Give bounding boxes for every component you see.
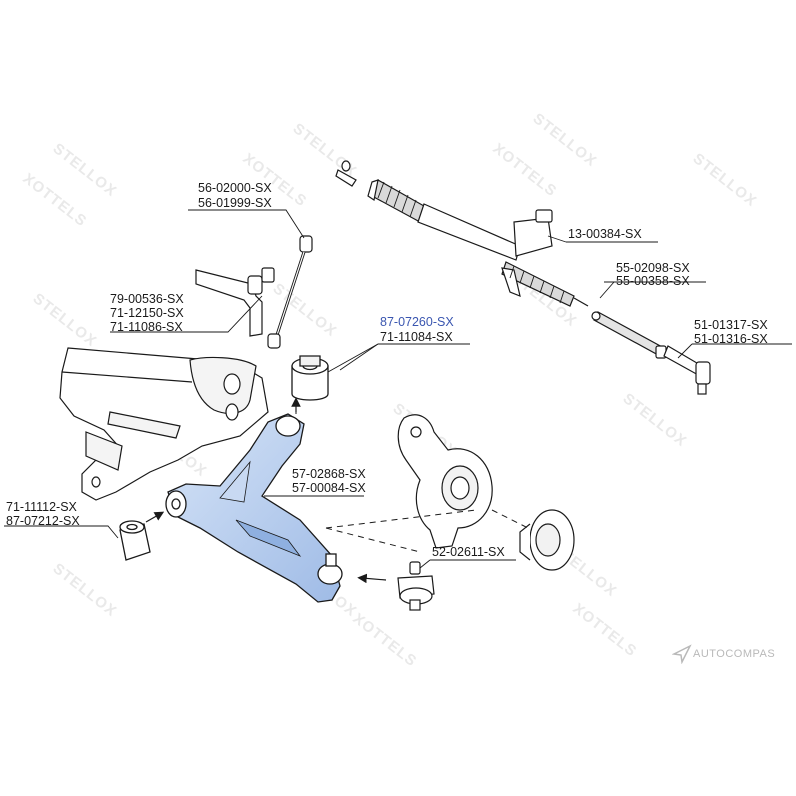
tie-rod xyxy=(591,311,667,359)
leader-lines xyxy=(4,209,792,569)
compass-logo-icon xyxy=(672,644,692,664)
wheel-hub xyxy=(519,509,575,571)
assembly-arrows xyxy=(145,397,387,584)
label-56-02000-sx[interactable]: 56-02000-SX xyxy=(198,181,272,195)
stabilizer-link xyxy=(267,235,313,349)
ball-joint xyxy=(397,561,435,611)
steering-rack xyxy=(335,160,589,307)
label-79-00536-sx[interactable]: 79-00536-SX xyxy=(110,292,184,306)
lower-control-arm xyxy=(165,413,343,603)
label-71-12150-sx[interactable]: 71-12150-SX xyxy=(110,306,184,320)
label-57-02868-sx[interactable]: 57-02868-SX xyxy=(292,467,366,481)
label-87-07212-sx[interactable]: 87-07212-SX xyxy=(6,514,80,528)
steering-knuckle xyxy=(397,414,493,549)
label-55-02098-sx[interactable]: 55-02098-SX xyxy=(616,261,690,275)
label-13-00384-sx[interactable]: 13-00384-SX xyxy=(568,227,642,241)
separate-bush xyxy=(119,520,151,561)
label-51-01317-sx[interactable]: 51-01317-SX xyxy=(694,318,768,332)
label-57-00084-sx[interactable]: 57-00084-SX xyxy=(292,481,366,495)
label-55-00358-sx[interactable]: 55-00358-SX xyxy=(616,274,690,288)
label-71-11112-sx[interactable]: 71-11112-SX xyxy=(6,500,77,514)
tie-rod-end xyxy=(663,345,711,395)
label-71-11084-sx[interactable]: 71-11084-SX xyxy=(380,330,453,344)
silent-block-top xyxy=(291,355,329,401)
stabilizer-bar xyxy=(195,267,275,337)
label-56-01999-sx[interactable]: 56-01999-SX xyxy=(198,196,272,210)
brand-text: AUTOCOMPAS xyxy=(693,648,776,660)
label-87-07260-sx[interactable]: 87-07260-SX xyxy=(380,315,454,329)
label-71-11086-sx[interactable]: 71-11086-SX xyxy=(110,320,183,334)
label-51-01316-sx[interactable]: 51-01316-SX xyxy=(694,332,768,346)
label-52-02611-sx[interactable]: 52-02611-SX xyxy=(432,545,505,559)
subframe xyxy=(59,347,269,501)
